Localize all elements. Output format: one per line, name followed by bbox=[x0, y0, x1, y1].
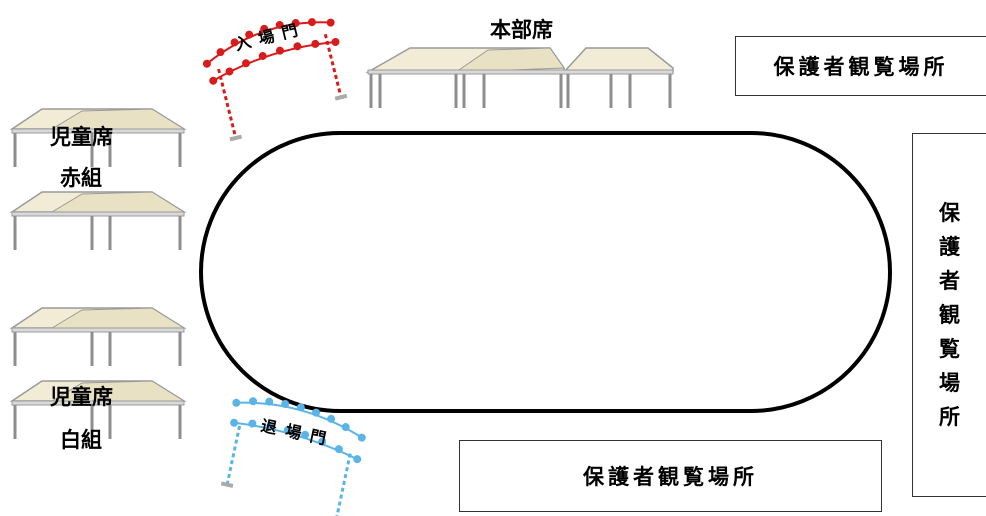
guardian-right-char: 観 bbox=[939, 303, 960, 327]
guardian-area-bottom: 保護者観覧場所 bbox=[459, 440, 882, 512]
children-tent-2 bbox=[9, 191, 187, 250]
children-tent-1 bbox=[9, 108, 187, 167]
guardian-area-right-label: 保 護 者 観 覧 場 所 bbox=[939, 196, 960, 434]
headquarters-tent bbox=[365, 47, 674, 108]
guardian-right-char: 者 bbox=[939, 269, 960, 293]
guardian-area-bottom-label: 保護者観覧場所 bbox=[583, 465, 758, 489]
children-white-label-1: 児童席 bbox=[50, 385, 113, 409]
entry-gate bbox=[202, 18, 348, 142]
guardian-right-char: 所 bbox=[939, 405, 960, 429]
exit-gate bbox=[220, 397, 366, 516]
guardian-area-right: 保 護 者 観 覧 場 所 bbox=[912, 133, 986, 497]
children-white-label-2: 白組 bbox=[60, 428, 102, 452]
guardian-area-top: 保護者観覧場所 bbox=[735, 36, 986, 96]
guardian-area-top-label: 保護者観覧場所 bbox=[773, 55, 949, 79]
guardian-right-char: 覧 bbox=[939, 337, 960, 361]
children-tent-4 bbox=[9, 380, 187, 439]
guardian-right-char: 護 bbox=[939, 235, 960, 259]
headquarters-label: 本部席 bbox=[490, 18, 553, 42]
guardian-right-char: 保 bbox=[939, 201, 960, 225]
children-tent-3 bbox=[9, 307, 187, 366]
guardian-right-char: 場 bbox=[939, 371, 960, 395]
children-red-label-1: 児童席 bbox=[50, 125, 113, 149]
children-red-label-2: 赤組 bbox=[60, 166, 102, 190]
